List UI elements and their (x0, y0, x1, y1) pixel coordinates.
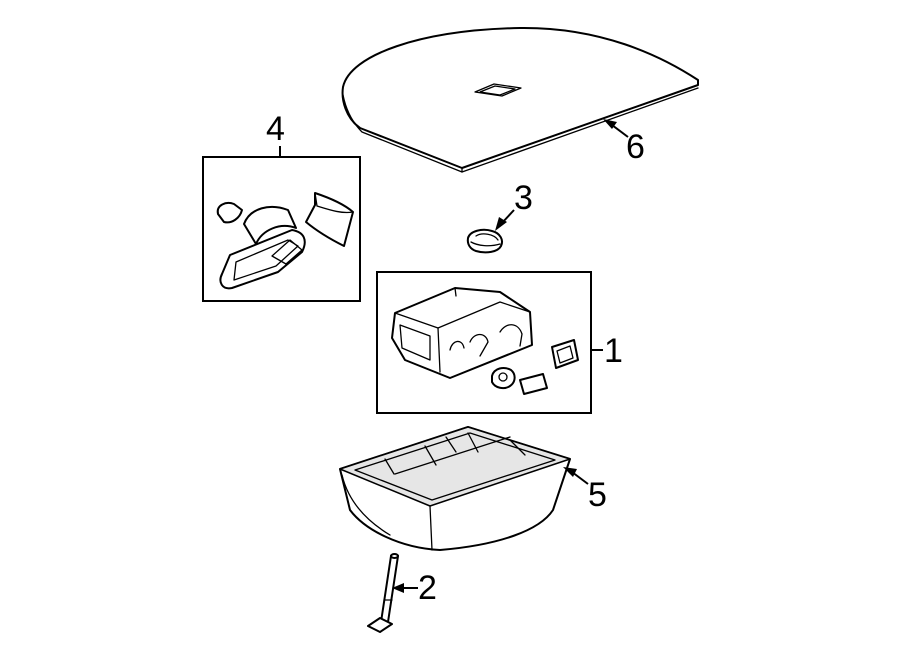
callout-4: 4 (266, 110, 285, 157)
callout-2: 2 (392, 569, 437, 607)
part-6-floor-panel (341, 26, 699, 173)
part-2-jack-rod (367, 553, 399, 633)
callout-6: 6 (603, 119, 645, 166)
callout-3: 3 (495, 179, 533, 231)
callout-label-4: 4 (266, 110, 285, 148)
callout-1: 1 (591, 332, 623, 370)
part-4-bracket-parts (216, 192, 354, 290)
part-3-nut (466, 228, 503, 254)
callout-label-6: 6 (626, 128, 645, 166)
part-1-box (376, 271, 592, 414)
part-1-jack-assembly (391, 287, 579, 395)
callout-label-1: 1 (604, 332, 623, 370)
part-5-storage-tray (339, 426, 571, 551)
callout-label-3: 3 (514, 179, 533, 217)
callout-label-5: 5 (588, 476, 607, 514)
callout-5: 5 (563, 467, 607, 514)
callout-label-2: 2 (418, 569, 437, 607)
part-4-box (202, 156, 361, 302)
